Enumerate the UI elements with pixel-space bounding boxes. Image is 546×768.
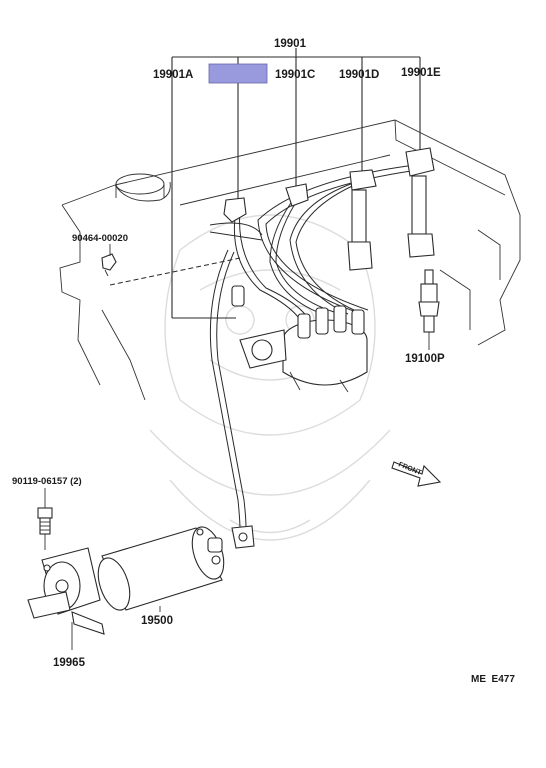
distributor[interactable] xyxy=(239,305,368,393)
coil-wire-end[interactable] xyxy=(231,525,255,549)
label-19901D: 19901D xyxy=(339,69,379,81)
coil-bracket[interactable] xyxy=(27,547,105,650)
label-coil: 19500 xyxy=(141,615,173,627)
label-19901E: 19901E xyxy=(401,67,441,79)
label-spark-plug: 19100P xyxy=(405,353,445,365)
ignition-coil[interactable] xyxy=(92,523,229,614)
label-bracket: 19965 xyxy=(53,657,86,669)
callout-19901-bracket xyxy=(171,48,421,319)
diagram-code: ME E477 xyxy=(471,674,515,685)
label-bolt: 90119-06157 (2) xyxy=(12,476,82,487)
highlight-box[interactable] xyxy=(208,63,268,84)
plug-boots[interactable] xyxy=(223,147,435,307)
spark-plug[interactable] xyxy=(418,269,440,345)
label-19901C: 19901C xyxy=(275,69,315,81)
engine-block xyxy=(59,119,521,401)
leader-lines xyxy=(109,244,430,612)
label-19901A: 19901A xyxy=(153,69,193,81)
label-19901: 19901 xyxy=(274,38,307,50)
label-clip: 90464-00020 xyxy=(72,233,128,244)
front-arrow: FRONT xyxy=(391,461,442,487)
bolt[interactable] xyxy=(37,488,53,550)
wire-clip[interactable] xyxy=(101,253,117,277)
